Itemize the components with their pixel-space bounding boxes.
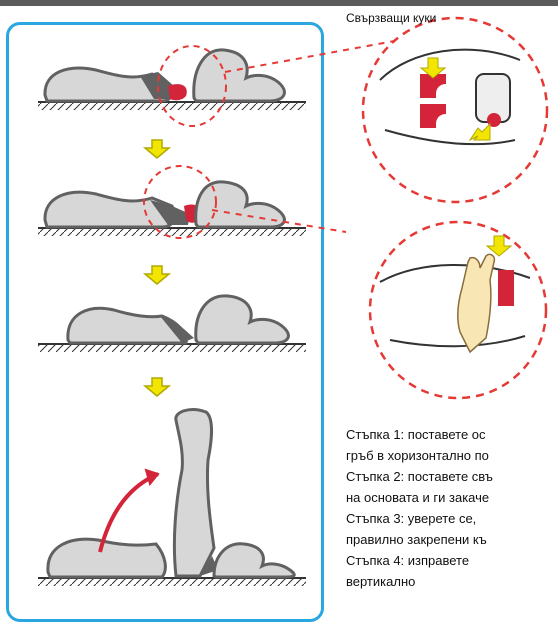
seat-stage-3 (68, 296, 289, 343)
seat-stage-1 (45, 50, 284, 101)
hooks-label: Свързващи куки (346, 10, 456, 26)
instructions: Стъпка 1: поставете ос гръб в хоризонтал… (346, 424, 558, 600)
seat-stage-2 (45, 182, 284, 227)
curved-arrow-icon (100, 474, 158, 552)
detail-hand (370, 222, 546, 398)
step-line: Стъпка 2: поставете свъ (346, 466, 558, 487)
step-line: правилно закрепени къ (346, 529, 558, 550)
detail-hooks (363, 18, 547, 202)
step-line: Стъпка 1: поставете ос (346, 424, 558, 445)
step-line: Стъпка 4: изправете (346, 550, 558, 571)
arrow-down-icon (145, 140, 169, 396)
seat-stage-4 (48, 410, 294, 577)
step-line: Стъпка 3: уверете се, (346, 508, 558, 529)
step-line: гръб в хоризонтално по (346, 445, 558, 466)
step-line: вертикално (346, 571, 558, 592)
step-line: на основата и ги закаче (346, 487, 558, 508)
